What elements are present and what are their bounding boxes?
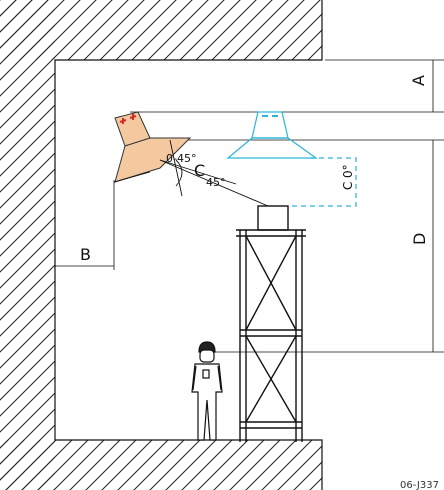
room-outline	[54, 0, 323, 490]
floor-hatch	[0, 440, 322, 490]
figure-code: 06-J337	[400, 480, 439, 490]
label-d: D	[410, 233, 429, 245]
dimension-a	[130, 59, 444, 113]
dimension-b	[55, 180, 115, 270]
label-c: C	[194, 161, 205, 180]
label-a: A	[409, 75, 428, 86]
scaffold-tower-icon	[236, 205, 306, 442]
cable-line	[159, 159, 269, 207]
angle-lines	[113, 139, 237, 197]
tilted-lamp	[114, 111, 192, 183]
label-b: B	[80, 245, 91, 264]
worker-with-helmet-icon	[191, 341, 223, 441]
label-rotated-prefix: C	[341, 182, 355, 190]
straight-lamp	[226, 111, 357, 207]
label-rotated-angle: 0°	[341, 164, 355, 178]
label-tilt-range: 0-45°	[166, 152, 196, 165]
dimension-d	[150, 139, 444, 353]
left-wall-hatch	[0, 0, 55, 490]
